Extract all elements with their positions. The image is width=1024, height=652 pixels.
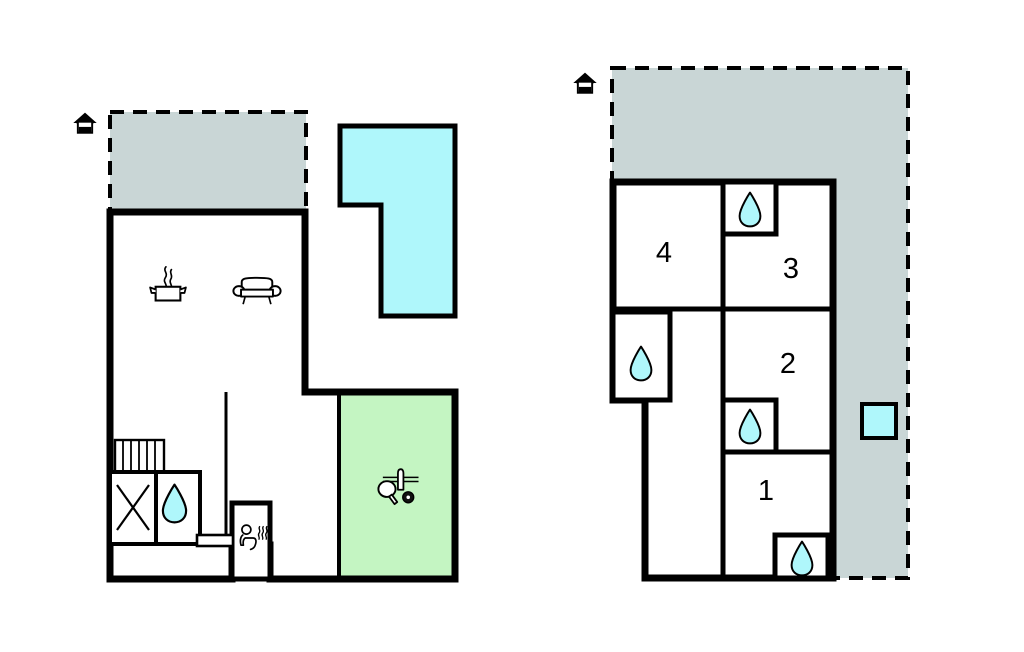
room-label-1: 1: [758, 475, 774, 507]
stairs-icon: [113, 438, 166, 474]
sofa-icon: [232, 276, 282, 306]
door-connector: [195, 533, 235, 548]
house-north-icon: [572, 71, 598, 94]
cross-icon: [116, 484, 150, 531]
room-label-3: 3: [783, 253, 799, 285]
swimming-pool: [337, 123, 458, 319]
room-label-4: 4: [656, 237, 672, 269]
cooking-pot-icon: [149, 265, 187, 302]
game-room: [339, 392, 455, 579]
terrace-ground: [108, 110, 308, 214]
hot-tub: [860, 402, 898, 440]
house-north-icon: [72, 111, 98, 134]
plan-ground-floor: [72, 110, 459, 583]
room-label-2: 2: [780, 348, 796, 380]
plan-upper-floor: 4 3 2 1: [572, 66, 910, 582]
